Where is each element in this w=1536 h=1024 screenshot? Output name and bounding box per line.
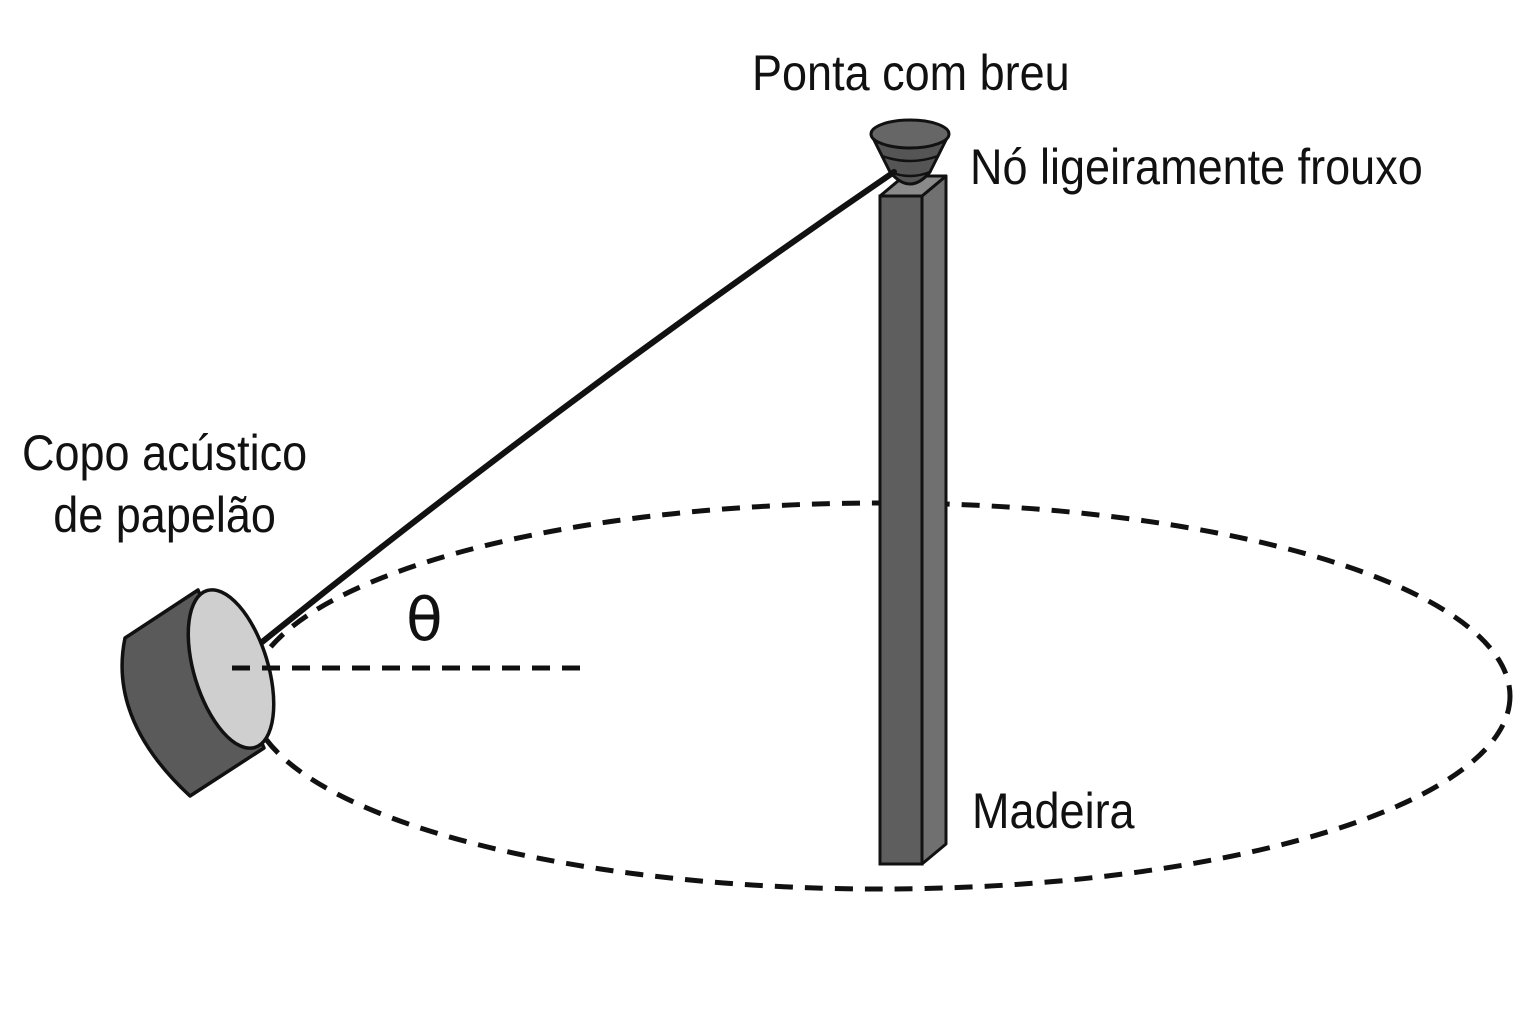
label-wood: Madeira bbox=[972, 783, 1135, 839]
rosin-tip bbox=[869, 118, 951, 186]
stick-side-face bbox=[920, 174, 948, 866]
stick-front-face bbox=[878, 194, 924, 866]
label-acoustic-cup-line2: de papelão bbox=[53, 487, 276, 543]
label-angle-theta: θ bbox=[406, 585, 443, 655]
acoustic-cup bbox=[120, 588, 276, 798]
string bbox=[227, 169, 897, 671]
cup-mouth bbox=[186, 588, 276, 750]
cup-body bbox=[120, 588, 266, 798]
label-acoustic-cup: Copo acústico de papelão bbox=[22, 422, 307, 546]
wooden-stick bbox=[878, 174, 948, 866]
label-acoustic-cup-line1: Copo acústico bbox=[22, 425, 308, 481]
rosin-tip-top bbox=[869, 118, 951, 150]
label-loose-knot: Nó ligeiramente frouxo bbox=[970, 139, 1423, 195]
label-rosin-tip: Ponta com breu bbox=[752, 45, 1070, 101]
